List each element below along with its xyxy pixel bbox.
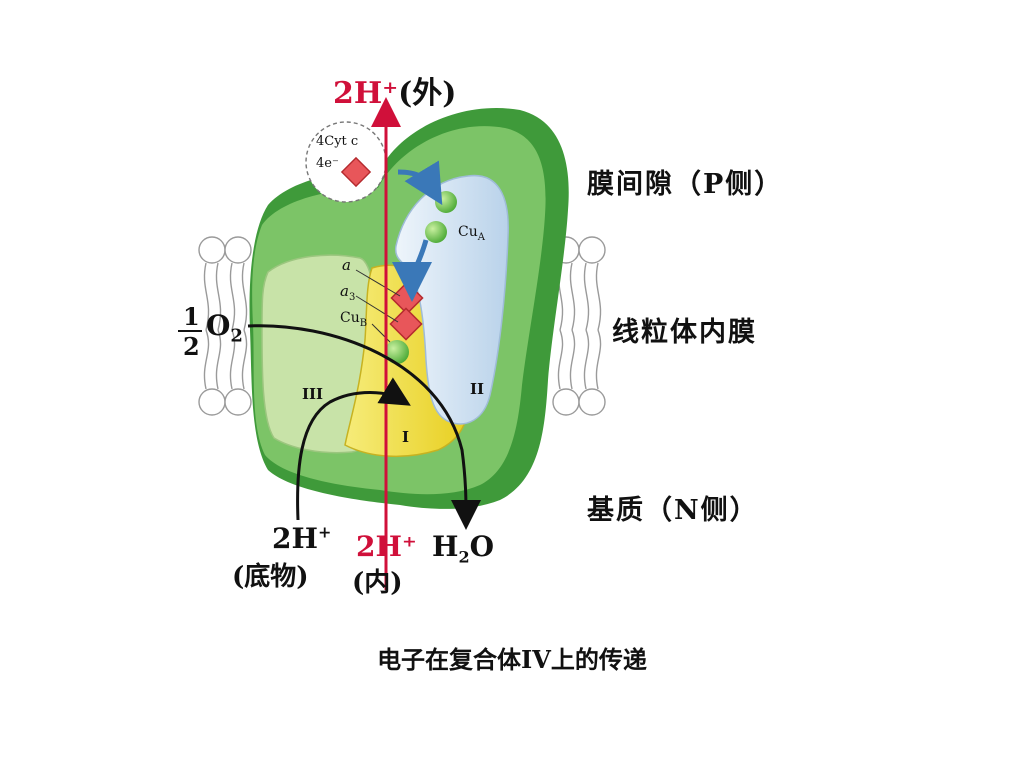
cu-a-label: CuA	[458, 224, 485, 243]
subunit-iii-shape	[261, 254, 378, 454]
membrane-label: 线粒体内膜	[612, 317, 757, 348]
heme-a3-label: a3	[340, 282, 356, 303]
cyt-c-diamond	[340, 156, 372, 188]
substrate-proton-label: 2H+	[272, 522, 332, 555]
electron-arrow-to-cua	[397, 160, 443, 206]
figure-caption: 电子在复合体IV上的传递	[377, 645, 647, 674]
cyt-c-label: 4Cyt c	[316, 134, 359, 149]
n-side-label: 基质（N侧）	[587, 495, 759, 526]
p-side-label: 膜间隙（P侧）	[587, 169, 784, 200]
bottom-proton-location: (内)	[352, 568, 403, 598]
substrate-proton-arrow	[296, 377, 411, 521]
bottom-proton-label: 2H⁺	[356, 530, 417, 563]
heme-a-label: a	[342, 256, 351, 274]
electrons-label: 4e⁻	[316, 156, 339, 171]
heme-a3-diamond	[389, 307, 423, 341]
subunit-iii-label: III	[302, 385, 324, 403]
oxygen-fraction-denominator: 2	[183, 332, 200, 361]
cu-a-ball-lower	[425, 221, 447, 243]
lipid-bilayer-right	[552, 236, 606, 416]
cu-a-ball-upper	[435, 191, 457, 213]
oxygen-fraction-bar	[178, 330, 202, 332]
top-proton-label: 2H⁺(外)	[333, 76, 457, 111]
cu-b-ball	[385, 340, 409, 364]
oxygen-to-water-arrow	[247, 324, 481, 530]
heme-a3-pointer	[355, 295, 399, 323]
heme-a-pointer	[355, 269, 401, 297]
oxygen-fraction-numerator: 1	[183, 302, 200, 331]
oxygen-label: O2	[206, 309, 243, 347]
water-label: H2O	[432, 530, 494, 567]
subunit-ii-label: II	[470, 380, 485, 398]
electron-arrow-to-heme	[392, 239, 433, 302]
cu-b-label: CuB	[340, 310, 368, 329]
subunit-i-label: I	[402, 428, 410, 446]
substrate-location-label: (底物)	[232, 562, 309, 592]
lipid-bilayer-left	[198, 236, 252, 416]
